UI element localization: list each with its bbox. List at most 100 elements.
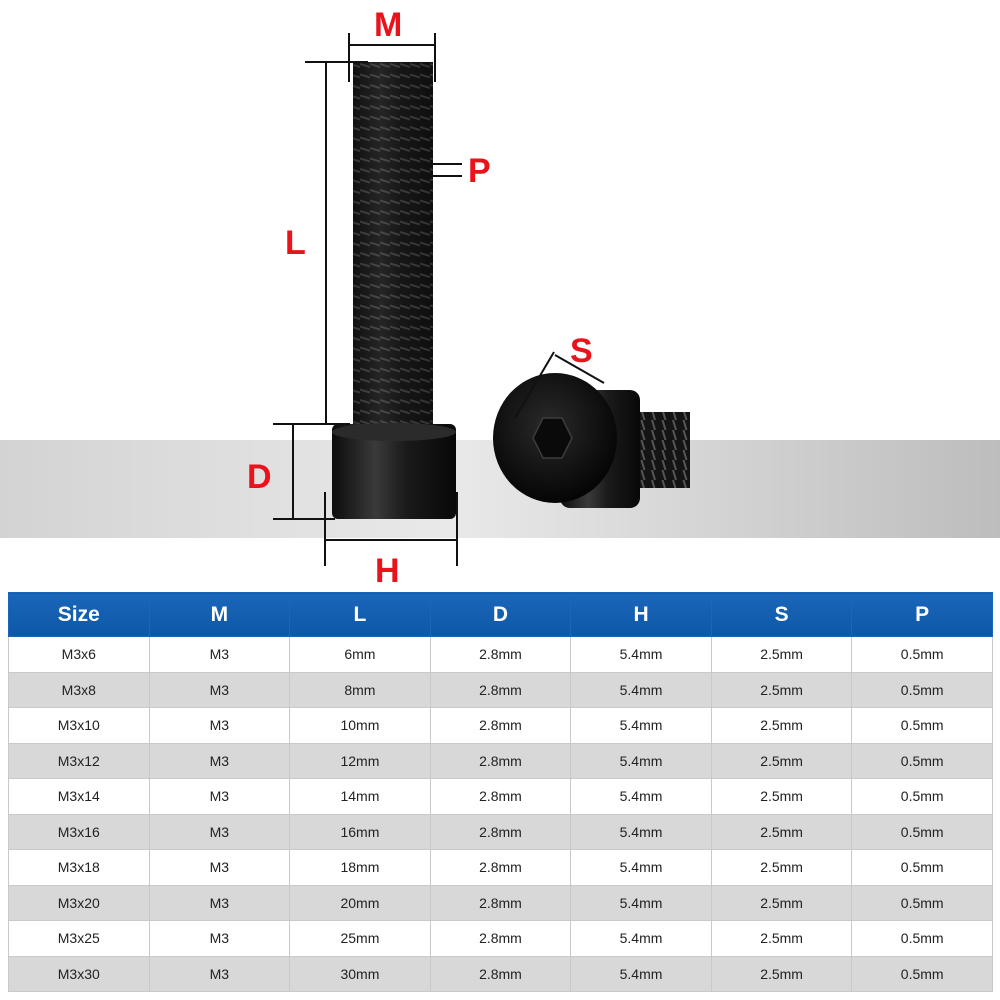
cell-h: 5.4mm bbox=[570, 742, 712, 779]
label-p: P bbox=[468, 152, 491, 190]
cell-s: 2.5mm bbox=[710, 884, 853, 921]
cell-d: 2.8mm bbox=[429, 671, 572, 708]
cell-m: M3 bbox=[148, 742, 291, 779]
cell-d: 2.8mm bbox=[429, 955, 572, 992]
label-d: D bbox=[247, 458, 272, 496]
cell-d: 2.8mm bbox=[429, 636, 572, 673]
cell-size: M3x18 bbox=[8, 849, 150, 886]
cell-d: 2.8mm bbox=[429, 813, 572, 850]
header-size: Size bbox=[8, 592, 150, 637]
cell-size: M3x6 bbox=[8, 636, 150, 673]
cell-m: M3 bbox=[148, 813, 291, 850]
cell-size: M3x12 bbox=[8, 742, 150, 779]
cell-p: 0.5mm bbox=[851, 778, 993, 815]
cell-l: 10mm bbox=[289, 707, 431, 744]
cell-l: 14mm bbox=[289, 778, 431, 815]
cell-l: 12mm bbox=[289, 742, 431, 779]
cell-m: M3 bbox=[148, 671, 291, 708]
cell-h: 5.4mm bbox=[570, 636, 712, 673]
cell-size: M3x20 bbox=[8, 884, 150, 921]
cell-s: 2.5mm bbox=[710, 707, 853, 744]
header-h: H bbox=[570, 592, 712, 637]
cell-s: 2.5mm bbox=[710, 778, 853, 815]
cell-d: 2.8mm bbox=[429, 849, 572, 886]
cell-l: 18mm bbox=[289, 849, 431, 886]
cell-m: M3 bbox=[148, 955, 291, 992]
cell-d: 2.8mm bbox=[429, 707, 572, 744]
cell-s: 2.5mm bbox=[710, 742, 853, 779]
cell-d: 2.8mm bbox=[429, 742, 572, 779]
dimension-lines bbox=[273, 33, 605, 566]
cell-h: 5.4mm bbox=[570, 955, 712, 992]
screw-illustration: M P L S D H bbox=[0, 6, 1000, 590]
cell-s: 2.5mm bbox=[710, 671, 853, 708]
cell-h: 5.4mm bbox=[570, 671, 712, 708]
cell-p: 0.5mm bbox=[851, 636, 993, 673]
cell-h: 5.4mm bbox=[570, 707, 712, 744]
cell-p: 0.5mm bbox=[851, 707, 993, 744]
cell-l: 16mm bbox=[289, 813, 431, 850]
cell-l: 30mm bbox=[289, 955, 431, 992]
cell-p: 0.5mm bbox=[851, 813, 993, 850]
cell-m: M3 bbox=[148, 849, 291, 886]
screw-drawing bbox=[0, 33, 1000, 566]
lying-screw bbox=[493, 373, 690, 508]
cell-s: 2.5mm bbox=[710, 849, 853, 886]
cell-d: 2.8mm bbox=[429, 920, 572, 957]
cell-l: 6mm bbox=[289, 636, 431, 673]
cell-m: M3 bbox=[148, 778, 291, 815]
cell-p: 0.5mm bbox=[851, 884, 993, 921]
header-m: M bbox=[148, 592, 291, 637]
cell-p: 0.5mm bbox=[851, 920, 993, 957]
header-l: L bbox=[289, 592, 431, 637]
cell-size: M3x16 bbox=[8, 813, 150, 850]
cell-s: 2.5mm bbox=[710, 813, 853, 850]
cell-m: M3 bbox=[148, 636, 291, 673]
cell-h: 5.4mm bbox=[570, 884, 712, 921]
label-m: M bbox=[374, 6, 403, 44]
cell-l: 8mm bbox=[289, 671, 431, 708]
cell-size: M3x8 bbox=[8, 671, 150, 708]
cell-l: 20mm bbox=[289, 884, 431, 921]
cell-m: M3 bbox=[148, 884, 291, 921]
header-p: P bbox=[851, 592, 993, 637]
cell-m: M3 bbox=[148, 920, 291, 957]
cell-size: M3x30 bbox=[8, 955, 150, 992]
cell-size: M3x14 bbox=[8, 778, 150, 815]
label-h: H bbox=[375, 552, 400, 590]
cell-h: 5.4mm bbox=[570, 920, 712, 957]
cell-l: 25mm bbox=[289, 920, 431, 957]
table-header-row: Size M L D H S P bbox=[8, 592, 993, 637]
label-l: L bbox=[285, 224, 306, 262]
cell-p: 0.5mm bbox=[851, 742, 993, 779]
header-s: S bbox=[710, 592, 853, 637]
cell-p: 0.5mm bbox=[851, 671, 993, 708]
cell-size: M3x25 bbox=[8, 920, 150, 957]
cell-s: 2.5mm bbox=[710, 920, 853, 957]
cell-d: 2.8mm bbox=[429, 884, 572, 921]
cell-s: 2.5mm bbox=[710, 636, 853, 673]
cell-p: 0.5mm bbox=[851, 955, 993, 992]
cell-m: M3 bbox=[148, 707, 291, 744]
cell-d: 2.8mm bbox=[429, 778, 572, 815]
standing-screw bbox=[332, 62, 456, 519]
cell-h: 5.4mm bbox=[570, 849, 712, 886]
cell-h: 5.4mm bbox=[570, 778, 712, 815]
hex-socket bbox=[532, 417, 573, 459]
cell-h: 5.4mm bbox=[570, 813, 712, 850]
cell-p: 0.5mm bbox=[851, 849, 993, 886]
cell-size: M3x10 bbox=[8, 707, 150, 744]
header-d: D bbox=[429, 592, 572, 637]
label-s: S bbox=[570, 332, 593, 370]
